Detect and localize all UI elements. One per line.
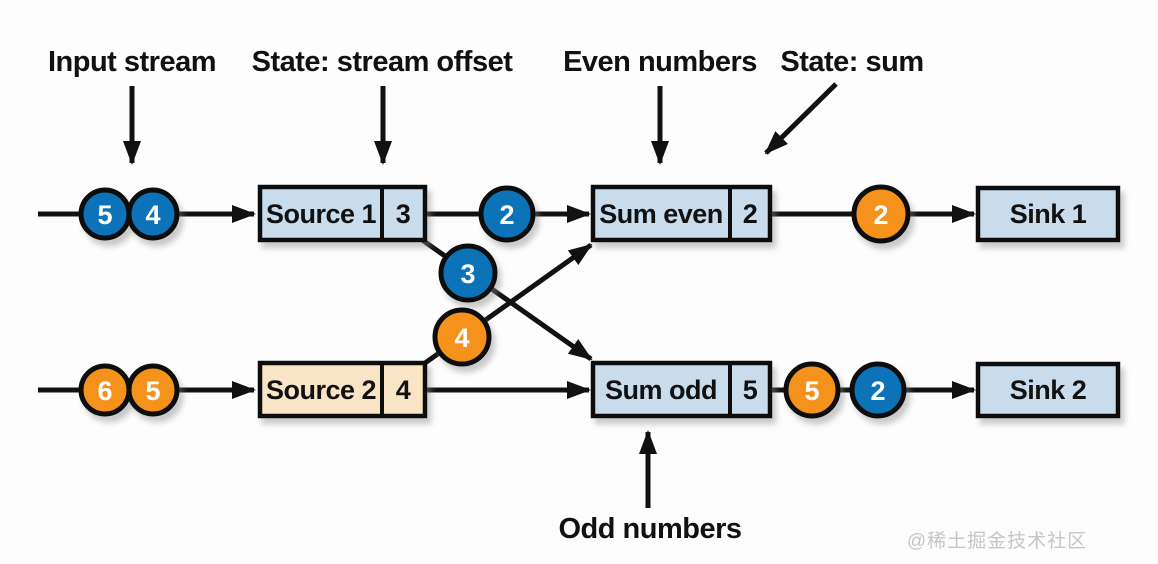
node-source1 <box>257 184 428 243</box>
token-cross-even-4 <box>432 307 492 367</box>
node-boxes <box>257 184 1121 419</box>
label-odd-numbers: Odd numbers <box>558 513 741 545</box>
text-layer: Input stream State: stream offset Even n… <box>48 46 1087 552</box>
sink2-label: Sink 2 <box>1010 375 1087 405</box>
token-even-2-num: 2 <box>499 200 514 230</box>
token-input1-5-num: 5 <box>97 200 112 230</box>
token-input1-4-num: 4 <box>145 200 160 230</box>
token-even-out-2 <box>851 184 911 244</box>
token-odd-out-2-num: 2 <box>870 376 885 406</box>
token-even-2 <box>478 185 536 243</box>
token-even-out-2-num: 2 <box>873 200 888 230</box>
source2-state: 4 <box>396 375 411 405</box>
token-cross-odd-3 <box>438 243 498 303</box>
arrow-state-sum <box>764 82 838 155</box>
token-odd-out-5 <box>783 361 841 419</box>
node-source2 <box>257 360 428 419</box>
watermark-text: @稀土掘金技术社区 <box>907 530 1087 552</box>
label-even-numbers: Even numbers <box>563 46 757 78</box>
sum-even-state: 2 <box>743 199 758 229</box>
token-input2-5-num: 5 <box>145 376 160 406</box>
token-odd-out-5-num: 5 <box>804 376 819 406</box>
node-sum-even <box>590 184 773 243</box>
token-odd-out-2 <box>849 361 907 419</box>
source1-label: Source 1 <box>266 199 377 229</box>
node-sum-odd <box>590 360 773 419</box>
token-input2-5 <box>126 363 180 417</box>
source1-state: 3 <box>396 199 411 229</box>
label-state-sum: State: sum <box>780 46 923 78</box>
token-cross-even-4-num: 4 <box>454 323 469 353</box>
sum-odd-label: Sum odd <box>605 375 717 405</box>
node-sink2 <box>975 361 1121 419</box>
source2-label: Source 2 <box>266 375 376 405</box>
label-state-stream-offset: State: stream offset <box>252 46 514 78</box>
annotation-arrows <box>123 82 838 508</box>
label-input-stream: Input stream <box>48 46 216 78</box>
token-circles <box>78 184 911 419</box>
token-input1-4 <box>126 187 180 241</box>
sum-odd-state: 5 <box>743 375 758 405</box>
sink1-label: Sink 1 <box>1010 199 1087 229</box>
token-input2-6-num: 6 <box>97 376 112 406</box>
node-sink1 <box>975 185 1121 243</box>
token-cross-odd-3-num: 3 <box>460 259 475 289</box>
sum-even-label: Sum even <box>599 199 723 229</box>
